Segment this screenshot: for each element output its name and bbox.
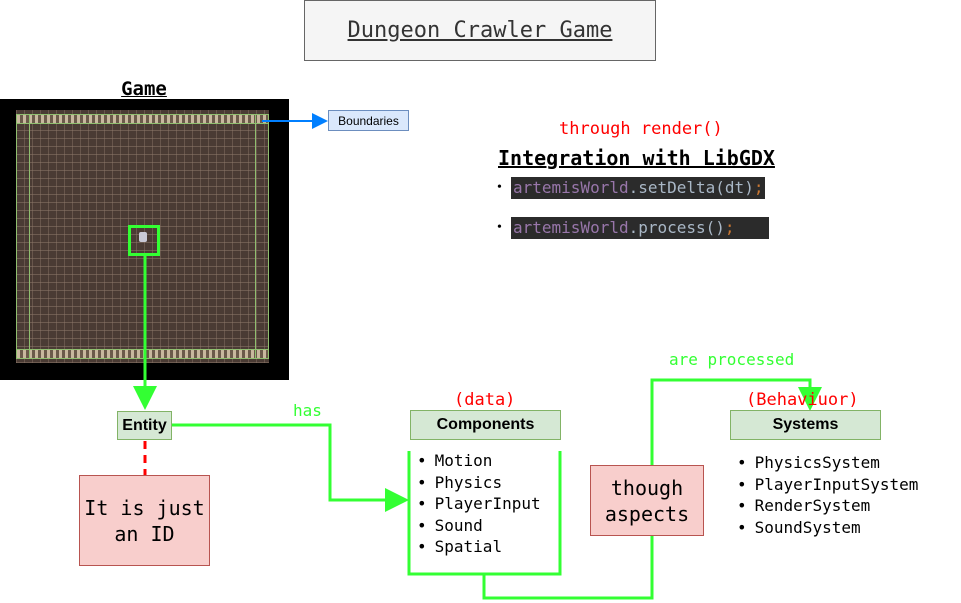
aspects-note: though aspects <box>590 465 704 536</box>
processed-label: are processed <box>669 350 795 369</box>
boundary-right <box>255 114 269 359</box>
code-end: ; <box>724 218 735 237</box>
components-list: Motion Physics PlayerInput Sound Spatial <box>417 450 541 558</box>
render-note: through render() <box>559 119 723 139</box>
list-item: Physics <box>417 472 541 494</box>
code-line-process: artemisWorld.process(); <box>511 217 769 239</box>
list-item: PlayerInput <box>417 493 541 515</box>
list-item: Spatial <box>417 536 541 558</box>
game-label: Game <box>121 78 167 100</box>
code-bullet-1: • <box>497 180 502 195</box>
entity-id-note: It is just an ID <box>79 475 210 566</box>
aspects-link-bottom <box>482 536 654 600</box>
systems-list: PhysicsSystem PlayerInputSystem RenderSy… <box>737 452 919 539</box>
code-end: ; <box>753 178 764 197</box>
diagram-title: Dungeon Crawler Game <box>347 18 613 43</box>
code-bullet-2: • <box>497 220 502 235</box>
list-item: PhysicsSystem <box>737 452 918 474</box>
list-item: Motion <box>417 450 541 472</box>
list-item: RenderSystem <box>737 495 918 517</box>
has-label: has <box>293 401 322 420</box>
boundary-left <box>16 114 30 359</box>
list-item: SoundSystem <box>737 517 918 539</box>
player-sprite <box>139 232 147 242</box>
code-call: .process() <box>628 218 725 237</box>
entity-node: Entity <box>117 411 172 440</box>
code-call: .setDelta(dt) <box>628 178 754 197</box>
code-object: artemisWorld <box>513 218 629 237</box>
components-annotation: (data) <box>454 390 516 410</box>
components-node: Components <box>410 410 561 440</box>
entity-highlight <box>128 225 160 256</box>
boundaries-label: Boundaries <box>328 110 409 131</box>
list-item: Sound <box>417 515 541 537</box>
integration-heading: Integration with LibGDX <box>498 146 775 170</box>
has-arrow <box>172 423 409 512</box>
list-item: PlayerInputSystem <box>737 474 919 496</box>
processed-arrow <box>650 378 822 465</box>
systems-node: Systems <box>730 410 881 440</box>
code-line-set-delta: artemisWorld.setDelta(dt); <box>511 177 766 199</box>
systems-annotation: (Behaviuor) <box>746 390 859 410</box>
code-object: artemisWorld <box>513 178 629 197</box>
diagram-title-box: Dungeon Crawler Game <box>304 0 656 61</box>
